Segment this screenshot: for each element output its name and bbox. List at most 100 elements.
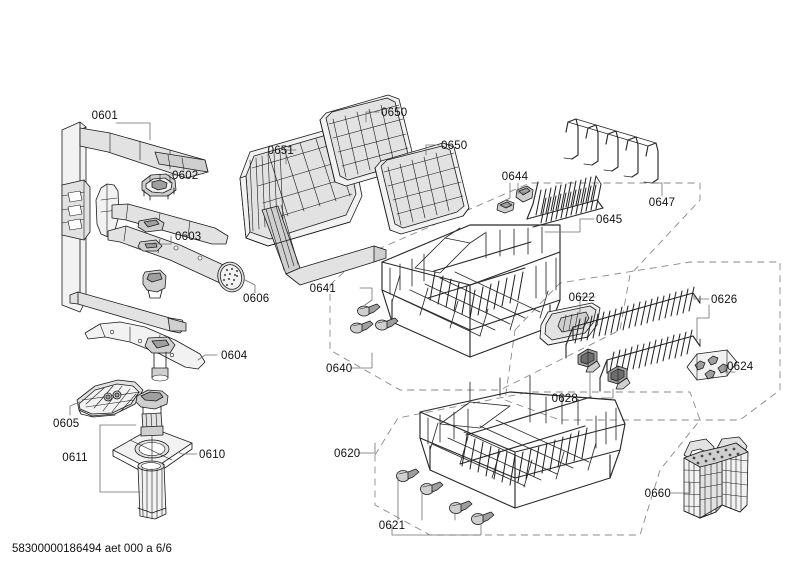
label-0624: 0624 (727, 361, 754, 373)
part-0602-nozzle (141, 173, 177, 201)
part-0605-filter-cover (76, 379, 144, 418)
hinge-clip-1 (577, 348, 601, 373)
part-0611-micro-filter (135, 389, 169, 520)
leader-0621 (391, 476, 482, 536)
label-0602: 0602 (172, 170, 198, 182)
leader-lines (69, 111, 736, 536)
part-0601-water-supply-pipe (61, 121, 209, 334)
leader-0650-upper (365, 111, 380, 123)
label-0605: 0605 (53, 418, 79, 430)
wheel-4 (471, 511, 495, 525)
leader-0645 (544, 218, 595, 233)
leader-0644 (503, 182, 526, 202)
lower-basket-side-wires (427, 375, 617, 449)
group-boundary-upper-basket (329, 182, 701, 391)
label-0626: 0626 (711, 294, 737, 306)
label-0650-lower: 0650 (441, 140, 467, 152)
wheel-1 (396, 468, 420, 482)
leader-0604 (197, 354, 218, 361)
part-labels: 0601 0602 0603 0604 0605 0606 0610 0611 … (53, 107, 754, 532)
mat-lattice (383, 152, 464, 226)
label-0621: 0621 (379, 520, 405, 532)
part-0628-hinge-clips (577, 348, 631, 390)
group-boundaries (329, 182, 781, 536)
part-0606-spray-head-disc (217, 261, 245, 293)
micro-filter-ribs (141, 467, 163, 520)
label-0650-upper: 0650 (381, 107, 407, 119)
label-0640: 0640 (326, 363, 352, 375)
upper-basket-frame (381, 224, 561, 358)
leader-0651 (285, 149, 297, 165)
leader-0622 (579, 296, 596, 314)
roller-2 (350, 320, 374, 334)
leader-0660 (670, 481, 691, 494)
label-0644: 0644 (502, 171, 529, 183)
lower-basket-folding-wires (439, 401, 511, 429)
part-0651-cutlery-drawer (239, 128, 387, 286)
label-0645: 0645 (596, 214, 622, 226)
upper-basket-side-wires (389, 226, 557, 299)
label-0660: 0660 (645, 488, 671, 500)
label-0604: 0604 (221, 350, 248, 362)
basket-mesh-right (721, 445, 749, 511)
label-0641: 0641 (310, 283, 336, 295)
tine-group (574, 286, 695, 344)
leader-0628 (589, 371, 614, 399)
footer-document-code: 58300000186494 aet 000 a 6/6 (12, 543, 172, 555)
part-0620-lower-basket (396, 375, 626, 525)
roller-3 (375, 317, 399, 331)
wheel-3 (449, 500, 473, 514)
tine-group (535, 175, 602, 224)
part-0645-tine-insert (526, 175, 604, 228)
group-boundary-lower-basket (374, 391, 701, 536)
part-0604-lower-spray-arm (84, 321, 206, 382)
label-0603: 0603 (175, 231, 201, 243)
part-0640-upper-basket (350, 224, 561, 358)
wheel-2 (420, 481, 444, 495)
part-0621-wheels (396, 468, 495, 525)
leader-0606 (244, 279, 256, 294)
part-0622-handle-bracket (539, 302, 601, 346)
leader-0603 (149, 235, 172, 245)
leader-0641 (359, 287, 373, 306)
lower-basket-tines (461, 427, 588, 486)
leader-0624 (724, 365, 736, 373)
label-0628: 0628 (552, 393, 578, 405)
part-0650-insert-mat-lower (374, 142, 470, 235)
leader-0626 (693, 293, 710, 341)
leader-0610 (177, 451, 198, 455)
label-0622: 0622 (569, 292, 595, 304)
part-0644-retainer-clips (496, 185, 534, 214)
upper-basket-tines (429, 271, 524, 319)
drawer-grid (251, 133, 355, 221)
basket-top-holes (692, 447, 740, 465)
leader-0620 (357, 442, 376, 454)
drawer-front-ribs (249, 149, 284, 232)
label-0647: 0647 (649, 197, 675, 209)
label-0620: 0620 (334, 448, 360, 460)
part-0603-upper-spray-arm (95, 183, 239, 299)
leader-0602 (167, 174, 181, 179)
upper-basket-folding-wires (414, 227, 486, 274)
mat-lattice (328, 104, 409, 178)
part-0647-folding-cup-rack (563, 118, 659, 184)
label-0611: 0611 (62, 452, 88, 464)
label-0606: 0606 (243, 293, 269, 305)
label-0610: 0610 (199, 449, 225, 461)
part-0624-roller-clip-set (686, 349, 738, 381)
part-0610-coarse-filter-plate (112, 427, 193, 478)
upper-basket-bottom-grid (391, 271, 549, 337)
part-0641-rollers (350, 303, 399, 334)
label-0651: 0651 (268, 145, 294, 157)
leader-0647 (649, 182, 663, 197)
label-0601: 0601 (92, 110, 118, 122)
group-boundary-middle (504, 261, 781, 421)
leader-0605 (69, 401, 81, 416)
leader-0640 (350, 352, 373, 369)
disc-perforations (222, 267, 239, 287)
leader-0611 (99, 424, 141, 493)
leader-0601 (115, 122, 151, 141)
part-0660-cutlery-basket (683, 436, 749, 519)
